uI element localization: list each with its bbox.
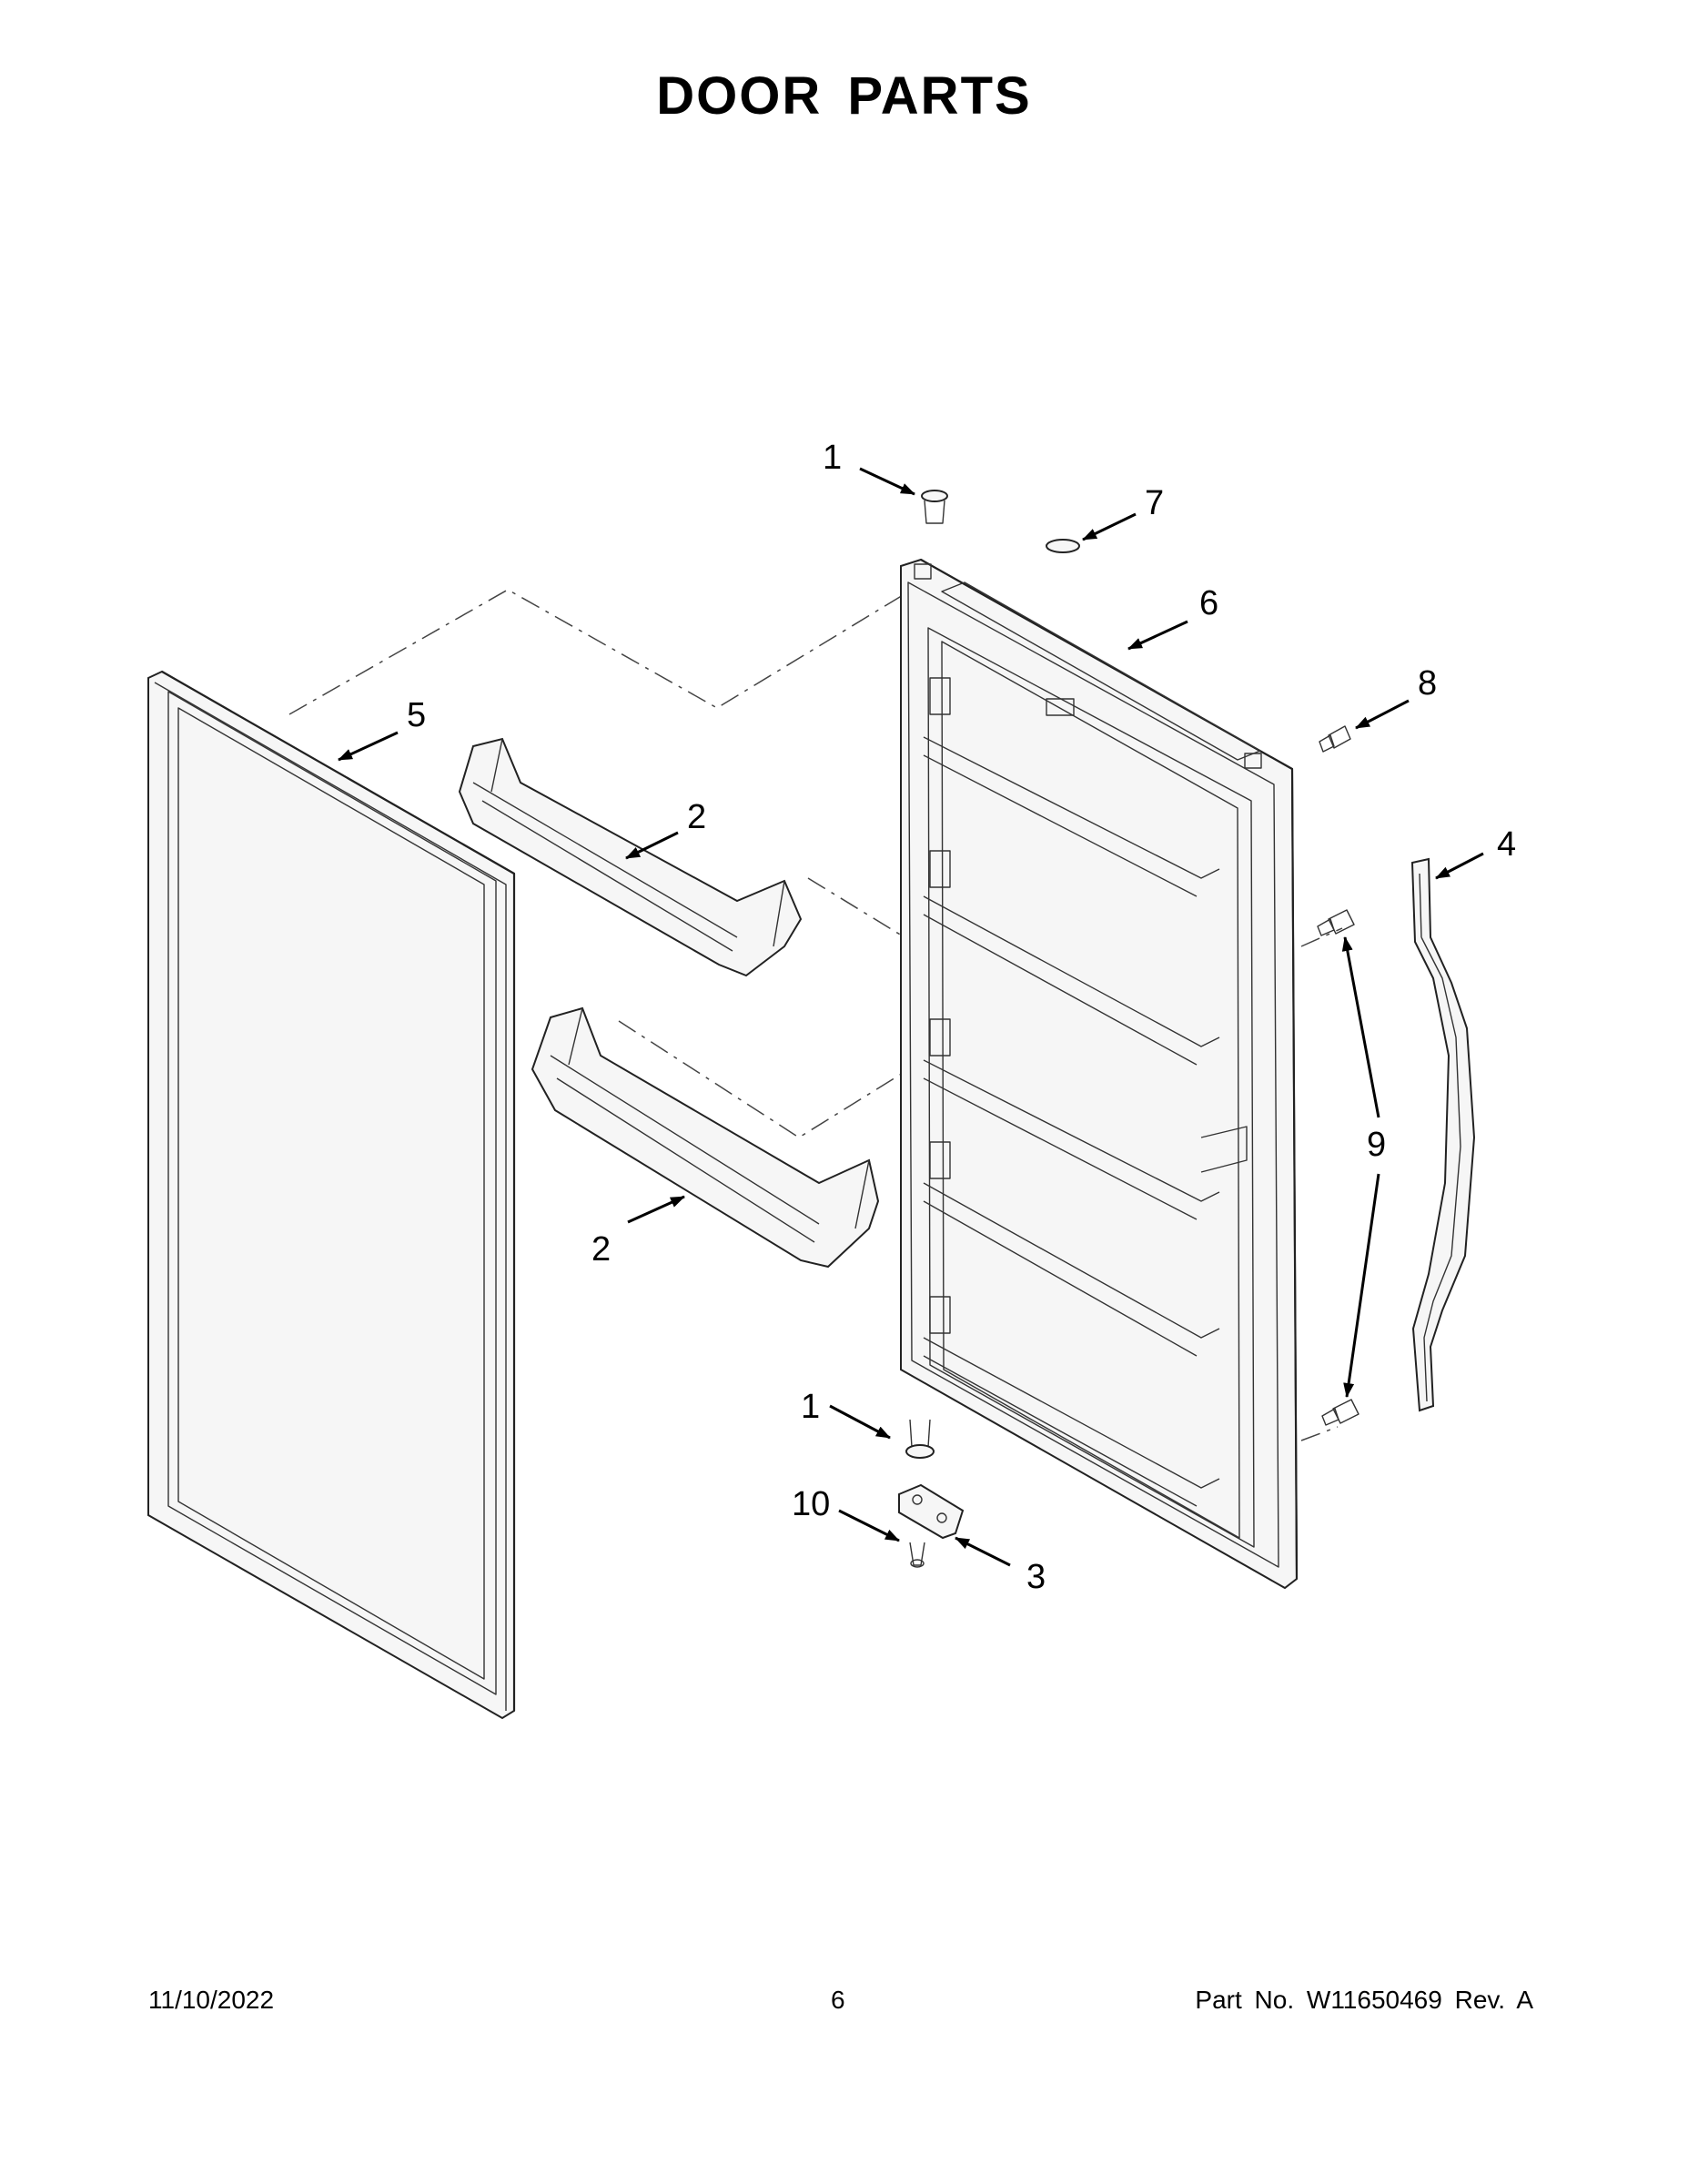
door-gasket-part [147,670,516,1720]
screw-part [1319,725,1351,753]
plug-part [1046,539,1080,553]
door-assembly-part [900,558,1299,1590]
hinge-bushing-bottom-part [905,1419,935,1459]
callout-6: 6 [1199,584,1218,622]
leader-arrows [338,467,1484,1567]
door-handle-part [1410,857,1476,1412]
callout-labels: 1 7 6 8 5 2 4 9 2 1 10 3 [407,439,1516,1596]
door-bin-lower-part [531,1006,880,1269]
lower-hinge-part [898,1483,965,1540]
callout-8: 8 [1418,664,1437,703]
hinge-pin-screw-part [909,1542,925,1568]
handle-screw-bottom-part [1321,1399,1359,1426]
callout-3: 3 [1026,1558,1046,1596]
handle-screw-top-part [1317,909,1355,936]
page-title: DOOR PARTS [656,66,1032,126]
callout-2-lower: 2 [591,1230,611,1269]
callout-1-bottom: 1 [801,1388,820,1426]
callout-9: 9 [1367,1126,1386,1164]
hinge-bushing-top-part [921,490,948,524]
footer-page-number: 6 [831,1986,845,2014]
callout-10: 10 [792,1485,830,1523]
callout-2-upper: 2 [687,798,706,836]
callout-5: 5 [407,696,426,734]
callout-4: 4 [1497,825,1516,864]
footer-date: 11/10/2022 [148,1986,275,2014]
footer-part-number: Part No. W11650469 Rev. A [1195,1986,1533,2014]
callout-7: 7 [1145,484,1164,522]
callout-1-top: 1 [823,439,842,477]
